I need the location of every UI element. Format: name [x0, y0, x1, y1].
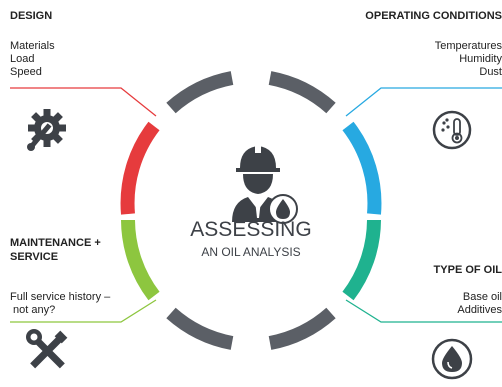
- gear-wrench-icon: [27, 109, 66, 151]
- design-title: DESIGN: [10, 10, 53, 22]
- oil-type-title: TYPE OF OIL: [433, 264, 502, 276]
- maintenance-title: MAINTENANCE +: [10, 237, 101, 249]
- ring-segment-bottom-right: [268, 307, 336, 350]
- ring-segment-top-right: [268, 71, 336, 114]
- operating-item: Temperatures: [434, 40, 502, 52]
- ring-segment-bottom-left: [166, 307, 234, 350]
- design-item: Load: [10, 53, 35, 65]
- engineer-icon: [232, 144, 298, 224]
- center-title: ASSESSING: [190, 218, 311, 241]
- tools-icon: [26, 329, 68, 369]
- ring-segment-oil-type: [342, 219, 381, 301]
- design-item: Materials: [10, 40, 55, 52]
- maintenance-title-line2: SERVICE: [10, 251, 59, 263]
- ring-segment-maintenance: [121, 219, 160, 301]
- ring-segment-top-left: [166, 71, 234, 114]
- maintenance-item: Full service history –: [10, 291, 111, 303]
- maintenance-item: not any?: [10, 304, 56, 316]
- oil-type-connector: [345, 299, 502, 323]
- ring-segment-design: [120, 121, 160, 215]
- ring-segment-operating: [342, 121, 382, 215]
- design-item: Speed: [10, 66, 42, 78]
- operating-item: Humidity: [459, 53, 502, 65]
- ring: [120, 71, 382, 350]
- oil-drop-icon: [431, 338, 473, 380]
- oil-type-item: Base oil: [462, 291, 502, 303]
- maintenance-connector: [10, 299, 157, 323]
- operating-item: Dust: [479, 66, 502, 78]
- operating-connector: [345, 87, 502, 117]
- oil-type-item: Additives: [457, 304, 502, 316]
- thermometer-icon: [432, 110, 472, 150]
- design-connector: [10, 87, 157, 117]
- center-subtitle: AN OIL ANALYSIS: [201, 245, 300, 259]
- operating-title: OPERATING CONDITIONS: [365, 10, 502, 22]
